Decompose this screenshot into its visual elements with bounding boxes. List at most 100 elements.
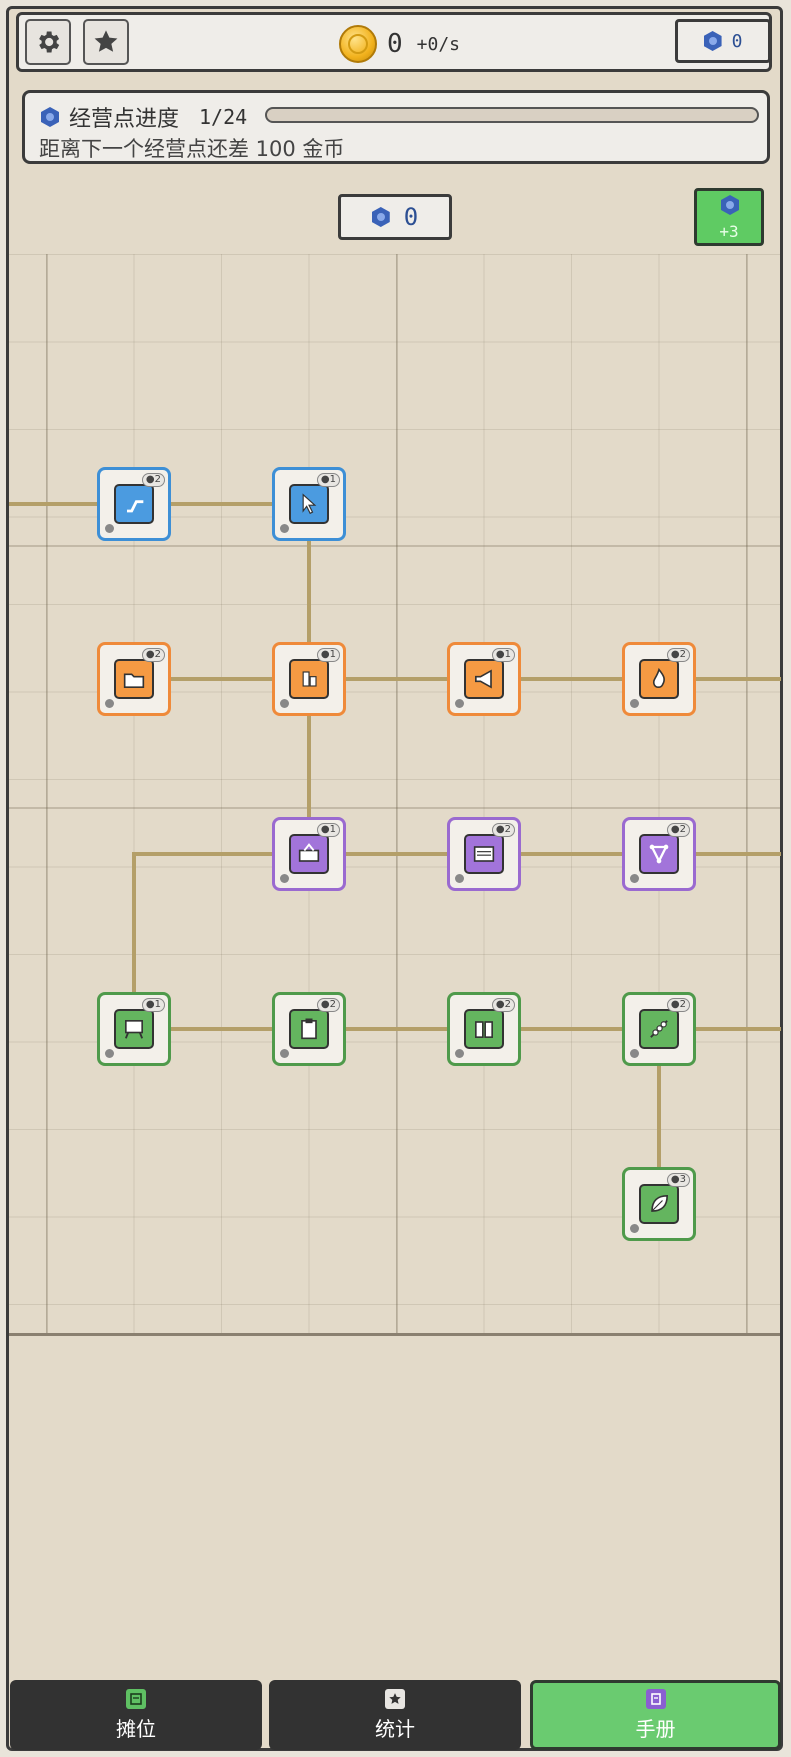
skill-tree-grid[interactable] [9,254,780,1334]
tab-manual[interactable]: 手册 [530,1680,781,1750]
stall-icon [126,1688,146,1709]
tab-label: 统计 [375,1716,415,1741]
skill-node-purple-machine[interactable]: ●1 [272,817,346,891]
node-level-badge: ●2 [666,998,690,1012]
skill-node-green-skewer[interactable]: ●2 [622,992,696,1066]
staff-icon [289,659,329,699]
node-level-badge: ●1 [141,998,165,1012]
points-value: 0 [731,30,743,52]
node-level-badge: ●2 [316,998,340,1012]
skill-node-green-panels[interactable]: ●2 [447,992,521,1066]
skill-node-orange-staff[interactable]: ●1 [272,642,346,716]
skill-node-orange-megaphone[interactable]: ●1 [447,642,521,716]
gem-icon [721,195,739,215]
progress-label-row: 经营点进度 1/24 [41,101,247,133]
progress-count: 1/24 [199,105,248,129]
connector [134,502,309,506]
available-points-value: 0 [403,203,419,231]
connector [309,852,484,856]
connector [307,679,311,853]
connector [659,1027,781,1031]
stats-icon [385,1688,405,1709]
node-level-badge: ●2 [666,648,690,662]
panels-icon [464,1009,504,1049]
gear-icon [39,31,60,53]
skill-node-green-clipboard[interactable]: ●2 [272,992,346,1066]
progress-panel: 经营点进度 1/24 距离下一个经营点还差 100 金币 [22,90,770,164]
cursor-icon [289,484,329,524]
connector [307,504,311,676]
tab-stall[interactable]: 摊位 [10,1680,262,1750]
node-level-badge: ●2 [141,473,165,487]
gem-icon [371,207,390,227]
node-status-dot [105,699,114,708]
node-status-dot [630,1224,639,1233]
settings-button[interactable] [25,19,71,65]
connector [484,852,659,856]
node-status-dot [630,874,639,883]
skill-node-orange-flame[interactable]: ●2 [622,642,696,716]
manual-icon [645,1688,666,1709]
connector [134,677,309,681]
node-level-badge: ●1 [491,648,515,662]
tab-label: 摊位 [116,1716,156,1741]
node-status-dot [280,874,289,883]
claim-points-label: +3 [719,222,739,241]
skill-node-blue-trend[interactable]: ●2 [97,467,171,541]
node-level-badge: ●1 [316,648,340,662]
node-level-badge: ●2 [491,998,515,1012]
skewer-icon [639,1009,679,1049]
node-level-badge: ●1 [316,473,340,487]
connector [659,852,781,856]
star-icon [94,30,118,52]
flame-icon [639,659,679,699]
connector [484,1027,659,1031]
connector [134,1027,309,1031]
gold-rate: +0/s [416,33,461,55]
skill-node-green-leaf[interactable]: ●3 [622,1167,696,1241]
skill-node-orange-folder[interactable]: ●2 [97,642,171,716]
coin-icon [339,25,377,63]
connector [657,1029,661,1204]
node-status-dot [630,699,639,708]
node-status-dot [455,874,464,883]
available-points: 0 [338,194,452,240]
gold-display: 0 +0/s [339,21,460,67]
node-status-dot [455,1049,464,1058]
printer-icon [464,834,504,874]
claim-points-button[interactable]: +3 [694,188,764,246]
gem-icon [41,107,59,127]
skill-node-blue-cursor[interactable]: ●1 [272,467,346,541]
folder-icon [114,659,154,699]
leaf-icon [639,1184,679,1224]
trend-chart-icon [114,484,154,524]
connector [659,677,781,681]
node-status-dot [630,1049,639,1058]
node-level-badge: ●2 [141,648,165,662]
node-status-dot [280,524,289,533]
connector [9,502,134,506]
top-bar: 0 +0/s 0 [16,12,772,72]
network-icon [639,834,679,874]
node-status-dot [105,1049,114,1058]
connector [134,852,309,856]
connector [309,677,484,681]
skill-node-purple-printer[interactable]: ●2 [447,817,521,891]
progress-bar [265,107,759,123]
node-level-badge: ●2 [491,823,515,837]
node-level-badge: ●3 [666,1173,690,1187]
progress-label: 经营点进度 [69,107,180,132]
favorite-button[interactable] [83,19,129,65]
tab-stats[interactable]: 统计 [269,1680,521,1750]
gold-amount: 0 [387,29,403,59]
progress-hint: 距离下一个经营点还差 100 金币 [39,137,345,161]
board-icon [114,1009,154,1049]
bottom-nav: 摊位 统计 手册 [10,1680,781,1750]
skill-node-purple-network[interactable]: ●2 [622,817,696,891]
skill-node-green-board[interactable]: ●1 [97,992,171,1066]
gem-icon [703,31,722,51]
node-level-badge: ●2 [666,823,690,837]
megaphone-icon [464,659,504,699]
machine-icon [289,834,329,874]
points-display[interactable]: 0 [675,19,771,63]
